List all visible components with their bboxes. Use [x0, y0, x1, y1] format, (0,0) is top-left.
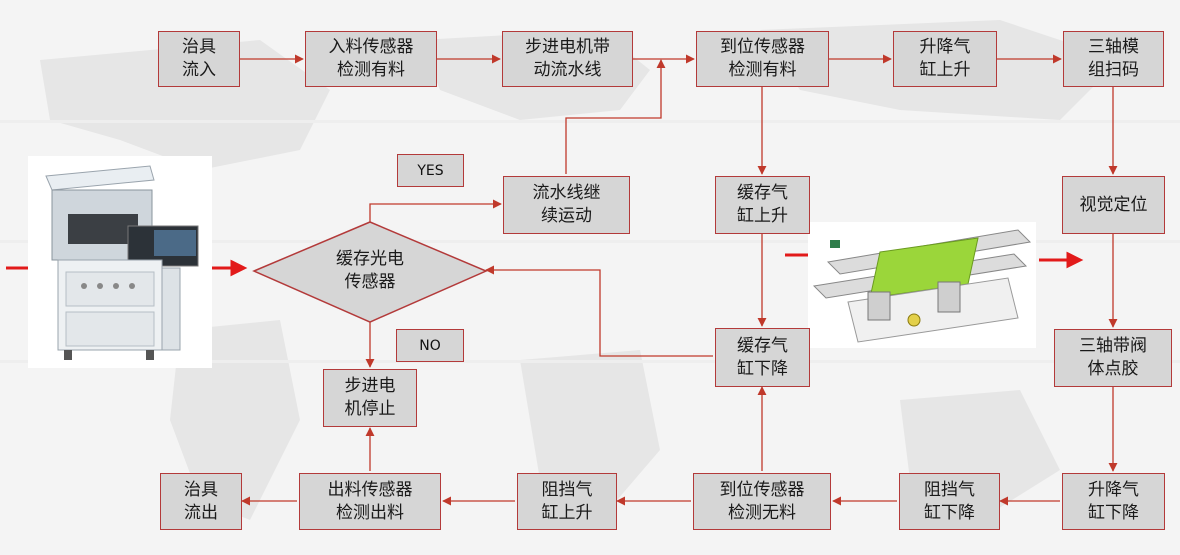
no-label: NO	[396, 329, 464, 362]
node-fixture-in: 治具 流入	[158, 31, 240, 87]
dispensing-machine-photo	[28, 156, 212, 368]
node-line-continue: 流水线继 续运动	[503, 176, 630, 234]
decision-diamond	[252, 221, 488, 323]
node-lift-cylinder-down: 升降气 缸下降	[1062, 473, 1165, 530]
yes-label: YES	[397, 154, 464, 187]
node-position-sensor-top: 到位传感器 检测有料	[696, 31, 829, 87]
node-stepper-line: 步进电机带 动流水线	[502, 31, 633, 87]
node-vision-positioning: 视觉定位	[1062, 176, 1165, 234]
node-buffer-cylinder-up: 缓存气 缸上升	[715, 176, 810, 234]
node-position-sensor-empty: 到位传感器 检测无料	[693, 473, 831, 530]
node-dispense-3axis: 三轴带阀 体点胶	[1054, 329, 1172, 387]
node-scan-3axis: 三轴模 组扫码	[1063, 31, 1164, 87]
node-lift-cylinder-up: 升降气 缸上升	[893, 31, 997, 87]
arrow-continue-to-stepper-line	[565, 59, 666, 174]
decision-buffer-sensor-label: 缓存光电 传感器	[336, 249, 404, 292]
node-stepper-stop: 步进电 机停止	[323, 369, 417, 427]
node-outfeed-sensor: 出料传感器 检测出料	[299, 473, 441, 530]
node-buffer-cylinder-down: 缓存气 缸下降	[715, 328, 810, 387]
node-stop-cylinder-down: 阻挡气 缸下降	[899, 473, 1000, 530]
node-infeed-sensor: 入料传感器 检测有料	[305, 31, 437, 87]
arrow-buffer-down-to-sensor	[485, 265, 713, 357]
conveyor-3d-render	[808, 222, 1036, 348]
node-fixture-out: 治具 流出	[160, 473, 242, 530]
node-stop-cylinder-up: 阻挡气 缸上升	[517, 473, 617, 530]
arrow-sensor-yes-to-continue	[369, 199, 502, 222]
